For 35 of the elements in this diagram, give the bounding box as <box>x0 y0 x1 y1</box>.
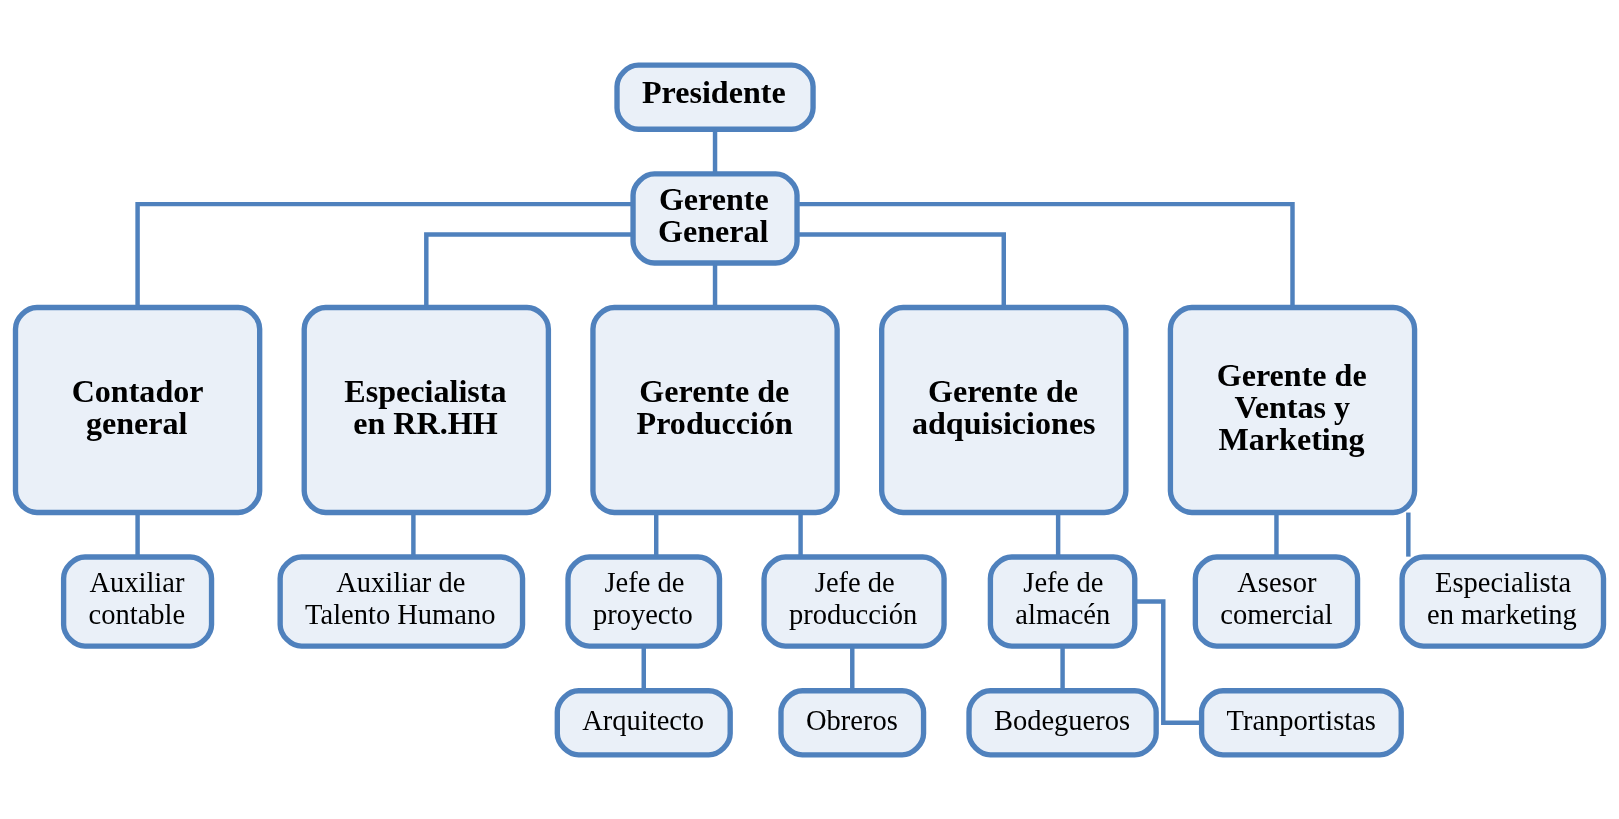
node-box: Especialista en marketing <box>1399 553 1607 649</box>
connector <box>1135 598 1202 725</box>
connector <box>712 129 718 174</box>
node-box: Especialista en RR.HH <box>301 304 552 515</box>
node-box: Gerente General <box>630 170 800 266</box>
node-box: Gerente de adquisiciones <box>879 304 1129 515</box>
node-box: Arquitecto <box>554 687 733 758</box>
node-box: Jefe de almacén <box>987 553 1138 649</box>
connector <box>1055 512 1061 557</box>
node-box: Tranportistas <box>1198 687 1404 758</box>
connector <box>424 231 633 307</box>
connector <box>1060 646 1065 690</box>
connector <box>1274 512 1279 557</box>
node-box: Presidente <box>614 61 816 132</box>
node-box: Contador general <box>12 304 263 515</box>
node-box: Gerente de Ventas y Marketing <box>1167 304 1418 515</box>
node-box: Auxiliar contable <box>60 553 215 649</box>
connector <box>411 512 416 557</box>
node-box: Auxiliar de Talento Humano <box>277 553 526 649</box>
connector <box>798 512 803 557</box>
node-box: Asesor comercial <box>1192 553 1361 649</box>
connector <box>712 262 718 307</box>
connector <box>850 646 855 690</box>
node-box: Jefe de producción <box>761 553 947 649</box>
connector <box>1406 512 1411 557</box>
node-box: Bodegueros <box>966 687 1159 758</box>
connector <box>641 646 646 690</box>
node-box: Jefe de proyecto <box>565 553 723 649</box>
node-box: Gerente de Producción <box>590 304 840 515</box>
connector <box>797 231 1006 307</box>
connector <box>135 201 633 307</box>
node-box: Obreros <box>778 687 927 758</box>
connector <box>797 201 1295 307</box>
connector <box>654 512 659 557</box>
connector <box>135 512 140 557</box>
